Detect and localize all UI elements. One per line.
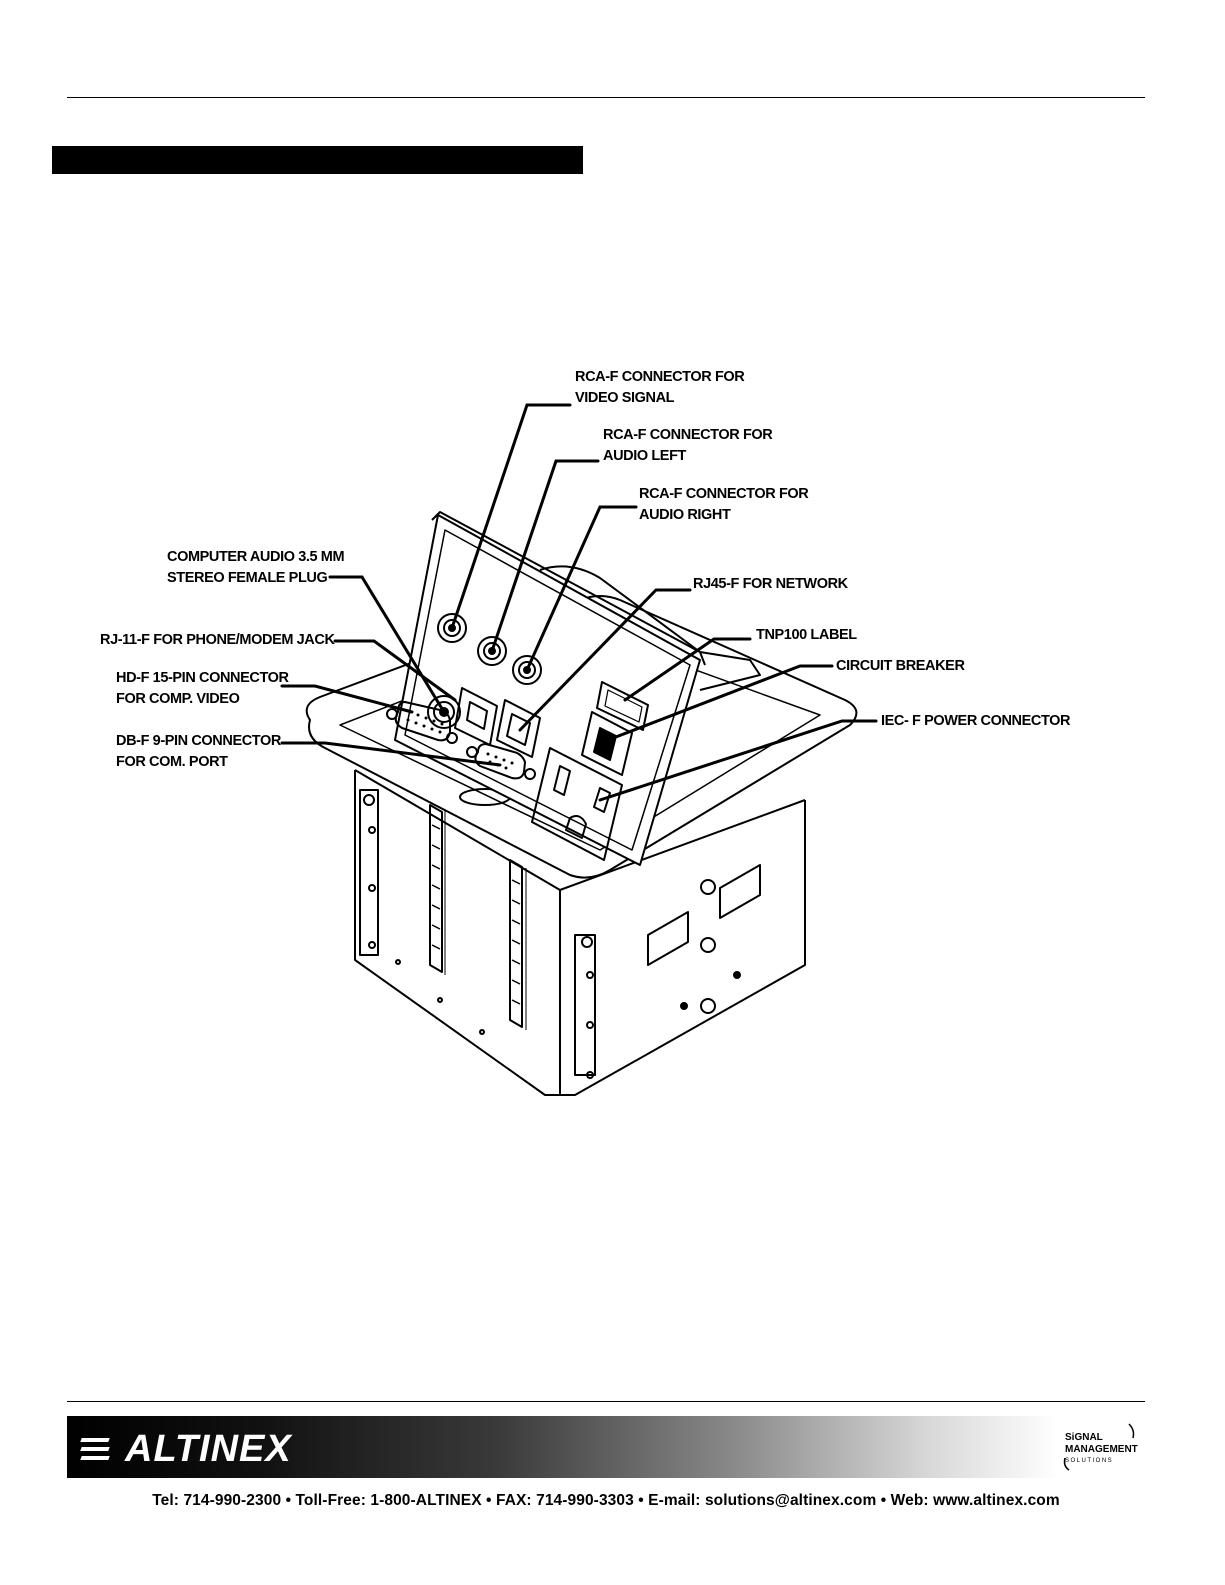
callout-rj11: RJ-11-F FOR PHONE/MODEM JACK [100,632,335,648]
callout-circuit-breaker: CIRCUIT BREAKER [836,658,965,674]
logo-line-3: SOLUTIONS [1065,1458,1113,1464]
callout-rj45: RJ45-F FOR NETWORK [693,576,848,592]
tnp100-product-illustration [280,403,878,1096]
callout-tnp100-label: TNP100 LABEL [756,627,857,643]
contact-info: Tel: 714-990-2300 • Toll-Free: 1-800-ALT… [152,1492,1060,1509]
callout-iec-power: IEC- F POWER CONNECTOR [881,713,1071,729]
logo-line-1: SiGNAL [1065,1432,1103,1443]
signal-management-solutions-logo: SiGNAL MANAGEMENT SOLUTIONS [1063,1423,1138,1471]
header-rule [67,97,1145,98]
footer-banner: ALTINEX SiGNAL MANAGEMENT SOLUTIONS [67,1416,1145,1478]
altinex-logo-mark [80,1438,110,1465]
logo-line-2: MANAGEMENT [1065,1444,1138,1455]
altinex-logo: ALTINEX [125,1428,292,1470]
footer-rule [67,1401,1145,1402]
section-title-bar [52,146,583,174]
